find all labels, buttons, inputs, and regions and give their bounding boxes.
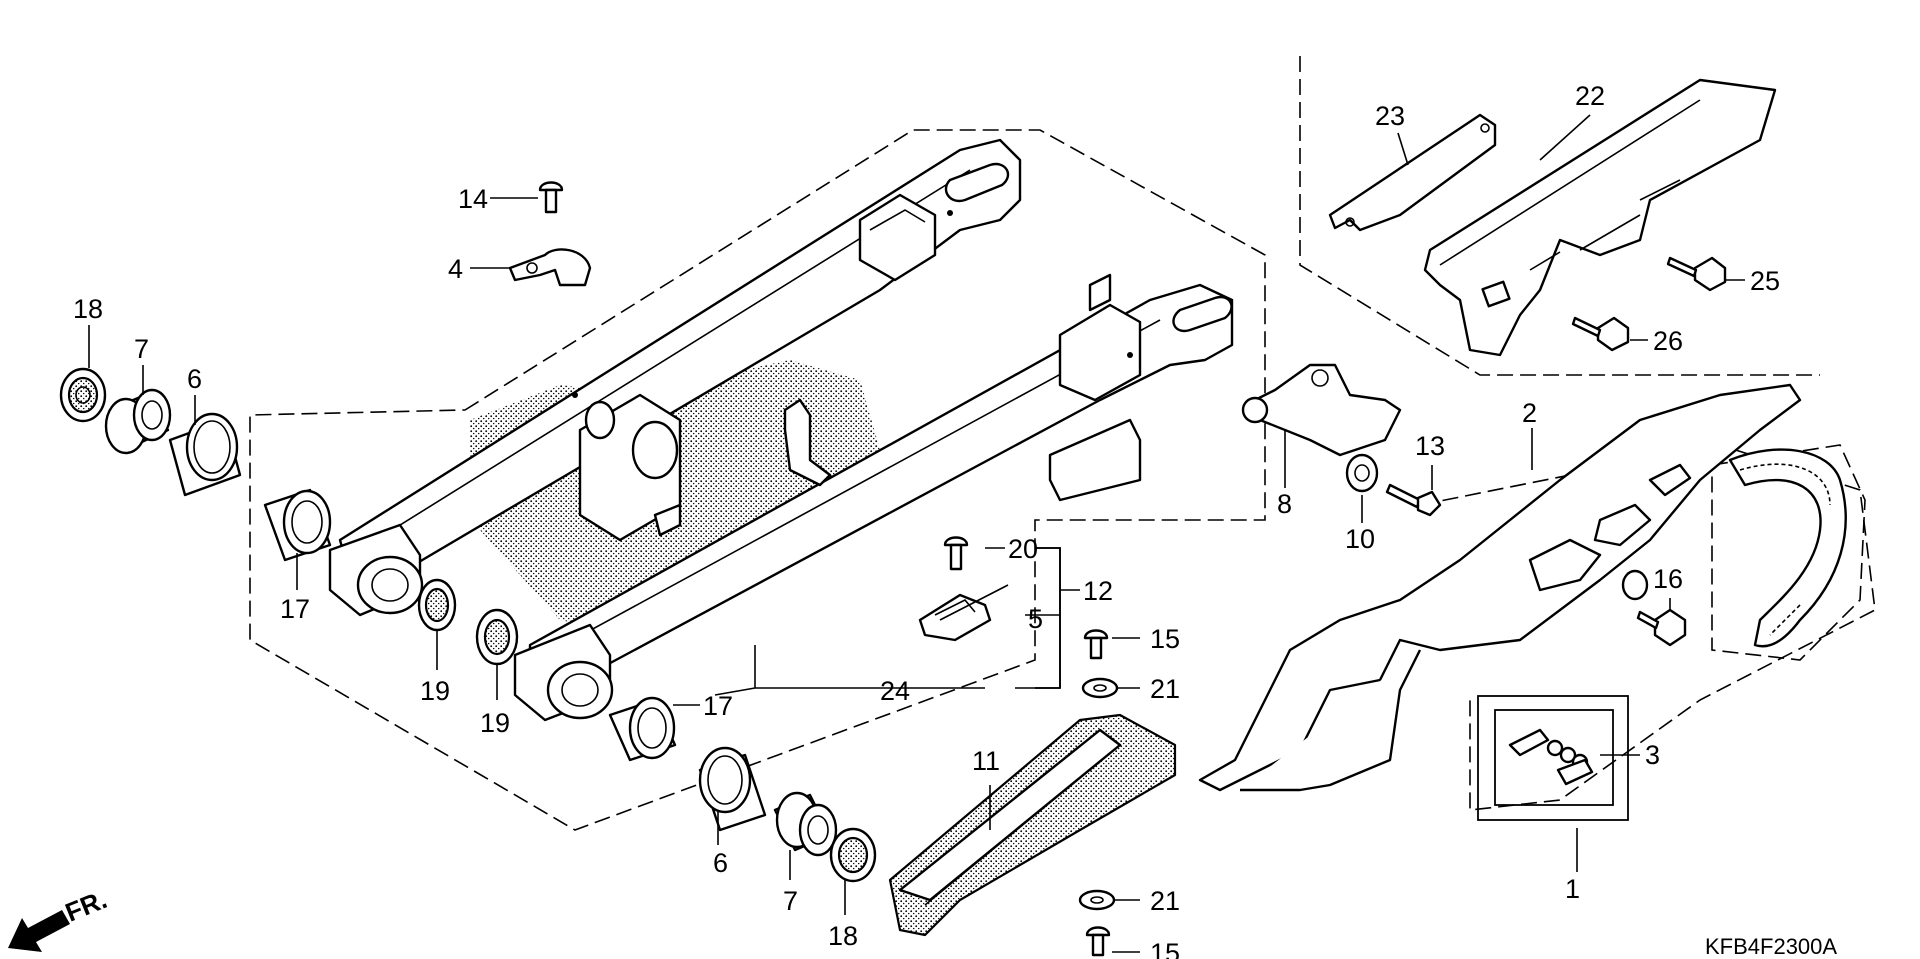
label-5: 5	[1028, 604, 1043, 634]
label-8: 8	[1277, 489, 1292, 519]
label-17-left: 17	[280, 594, 310, 624]
label-19-left: 19	[420, 676, 450, 706]
clamp-4	[508, 248, 592, 287]
master-link-inner-box	[1494, 709, 1614, 806]
dust-seal-18-lower	[829, 827, 877, 883]
needle-bearing-17-right	[608, 696, 677, 762]
bolt-13	[1385, 483, 1442, 517]
label-25: 25	[1750, 266, 1780, 296]
label-19-right: 19	[480, 708, 510, 738]
clip-5	[918, 593, 992, 642]
washer-21-upper	[1081, 677, 1119, 699]
swingarm	[328, 138, 1234, 722]
diagram-code: KFB4F2300A	[1705, 934, 1837, 959]
collar-10	[1345, 453, 1379, 493]
bushing-6-lower	[698, 746, 767, 832]
seal-19-right	[475, 608, 519, 666]
chain-guard-22	[1423, 78, 1777, 357]
label-7-lower: 7	[783, 886, 798, 916]
label-21-upper: 21	[1150, 674, 1180, 704]
label-4: 4	[448, 254, 463, 284]
label-18-upper: 18	[73, 294, 103, 324]
label-26: 26	[1653, 326, 1683, 356]
fr-arrow: FR.	[8, 884, 111, 952]
collar-7-lower	[773, 791, 838, 857]
bracket-8	[1241, 363, 1402, 457]
label-11: 11	[972, 746, 1000, 776]
label-20: 20	[1008, 534, 1038, 564]
label-6-upper: 6	[187, 364, 202, 394]
drive-chain	[1728, 448, 1847, 648]
part-labels: 1 2 3 4 5 6 6 7 7 8 10 11 12 13 14 15 15…	[73, 81, 1780, 959]
bushing-6-upper	[168, 412, 242, 497]
label-10: 10	[1345, 524, 1375, 554]
screw-14	[538, 181, 564, 214]
chain-case-group-outline	[1419, 444, 1876, 811]
screw-15-lower	[1085, 926, 1111, 957]
label-1: 1	[1565, 874, 1580, 904]
master-link-kit	[1508, 728, 1594, 786]
label-3: 3	[1645, 740, 1660, 770]
label-15-lower: 15	[1150, 938, 1180, 959]
label-23: 23	[1375, 101, 1405, 131]
label-6-lower: 6	[713, 848, 728, 878]
label-14: 14	[458, 184, 488, 214]
label-12: 12	[1083, 576, 1113, 606]
chain-slider-11	[888, 713, 1177, 937]
label-22: 22	[1575, 81, 1605, 111]
fr-arrow-icon	[8, 910, 70, 952]
label-15-upper: 15	[1150, 624, 1180, 654]
screw-15-upper	[1083, 629, 1109, 660]
swingarm-group-outline	[249, 129, 1266, 831]
label-17-right: 17	[703, 691, 733, 721]
bracket-23	[1328, 113, 1497, 232]
label-16: 16	[1653, 564, 1683, 594]
label-13: 13	[1415, 431, 1445, 461]
label-18-lower: 18	[828, 921, 858, 951]
needle-bearing-17-left	[263, 488, 332, 562]
master-link-outer-box	[1477, 695, 1629, 821]
screw-20	[943, 536, 969, 571]
seal-19-left	[417, 578, 457, 632]
bolt-26	[1571, 316, 1630, 352]
bolt-16	[1636, 608, 1687, 647]
collar-7-upper	[104, 388, 172, 455]
label-21-lower: 21	[1150, 886, 1180, 916]
dust-seal-18-upper	[59, 367, 107, 423]
chain-case-2	[1198, 383, 1802, 792]
direction-label: FR.	[61, 884, 111, 928]
bracket-12-outline	[1035, 547, 1061, 689]
label-7-upper: 7	[134, 334, 149, 364]
label-2: 2	[1522, 398, 1537, 428]
chain-group-outline	[1711, 444, 1866, 661]
bolt-25	[1666, 256, 1727, 292]
washer-21-lower	[1078, 889, 1116, 911]
chain-guard-group-outline	[1299, 56, 1820, 376]
label-24: 24	[880, 676, 910, 706]
